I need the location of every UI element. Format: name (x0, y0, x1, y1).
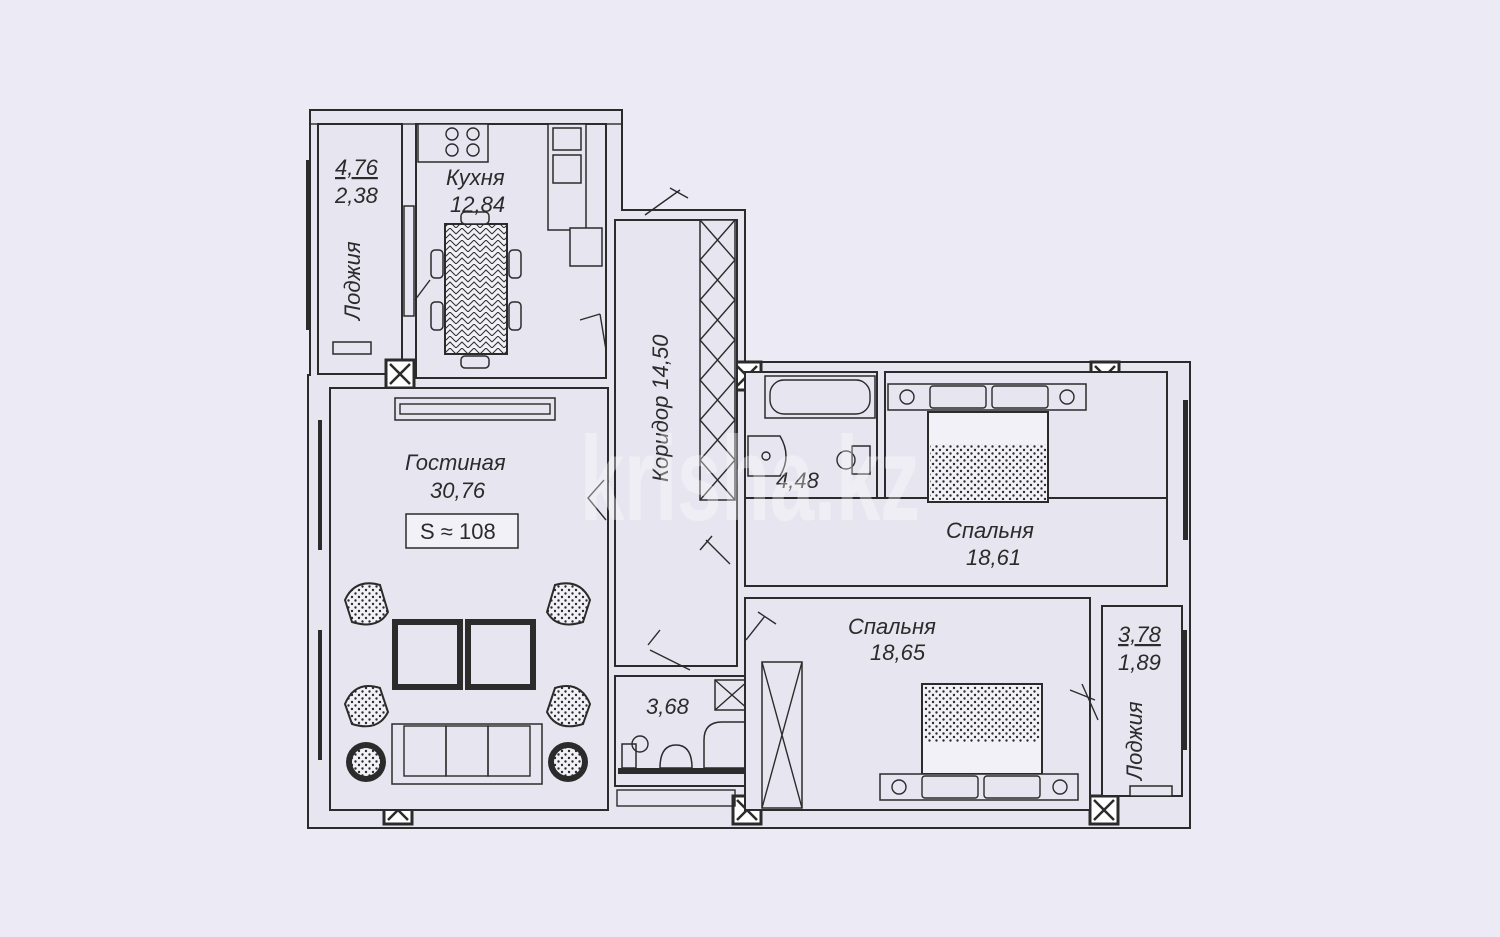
bathroom-main: 4,48 (744, 371, 878, 541)
loggia-top-area-full: 4,76 (335, 155, 379, 180)
living-area: 30,76 (430, 478, 486, 503)
corridor-name: Коридор 14,50 (648, 334, 673, 482)
bedroom-1-name: Спальня (946, 518, 1034, 543)
total-area-badge: S ≈ 108 (405, 513, 519, 549)
kitchen: Кухня 12,84 (403, 123, 607, 379)
bedroom-2: Спальня 18,65 (744, 597, 1099, 811)
watermark: krisha.kz (580, 412, 920, 546)
loggia-top-area-half: 2,38 (334, 183, 379, 208)
kitchen-name: Кухня (446, 165, 505, 190)
loggia-right-area-half: 1,89 (1118, 650, 1161, 675)
loggia-right: 3,78 1,89 Лоджия (1101, 605, 1187, 797)
bedroom-2-name: Спальня (848, 614, 936, 639)
total-area-text: S ≈ 108 (420, 519, 496, 544)
bathroom-small: 3,68 (614, 675, 753, 807)
bathroom-small-area: 3,68 (646, 694, 690, 719)
loggia-top-name: Лоджия (340, 241, 365, 322)
bedroom-1: Спальня 18,61 (699, 371, 1188, 587)
loggia-right-name: Лоджия (1122, 701, 1147, 782)
loggia-top: 4,76 2,38 Лоджия (306, 109, 623, 375)
kitchen-area: 12,84 (450, 192, 505, 217)
corridor: Коридор 14,50 (614, 187, 738, 671)
bedroom-2-area: 18,65 (870, 640, 926, 665)
living-room: Гостиная 30,76 S ≈ 108 (318, 387, 609, 811)
bedroom-1-area: 18,61 (966, 545, 1021, 570)
living-name: Гостиная (405, 450, 506, 475)
loggia-right-area-full: 3,78 (1118, 622, 1162, 647)
bathroom-main-area: 4,48 (776, 468, 820, 493)
